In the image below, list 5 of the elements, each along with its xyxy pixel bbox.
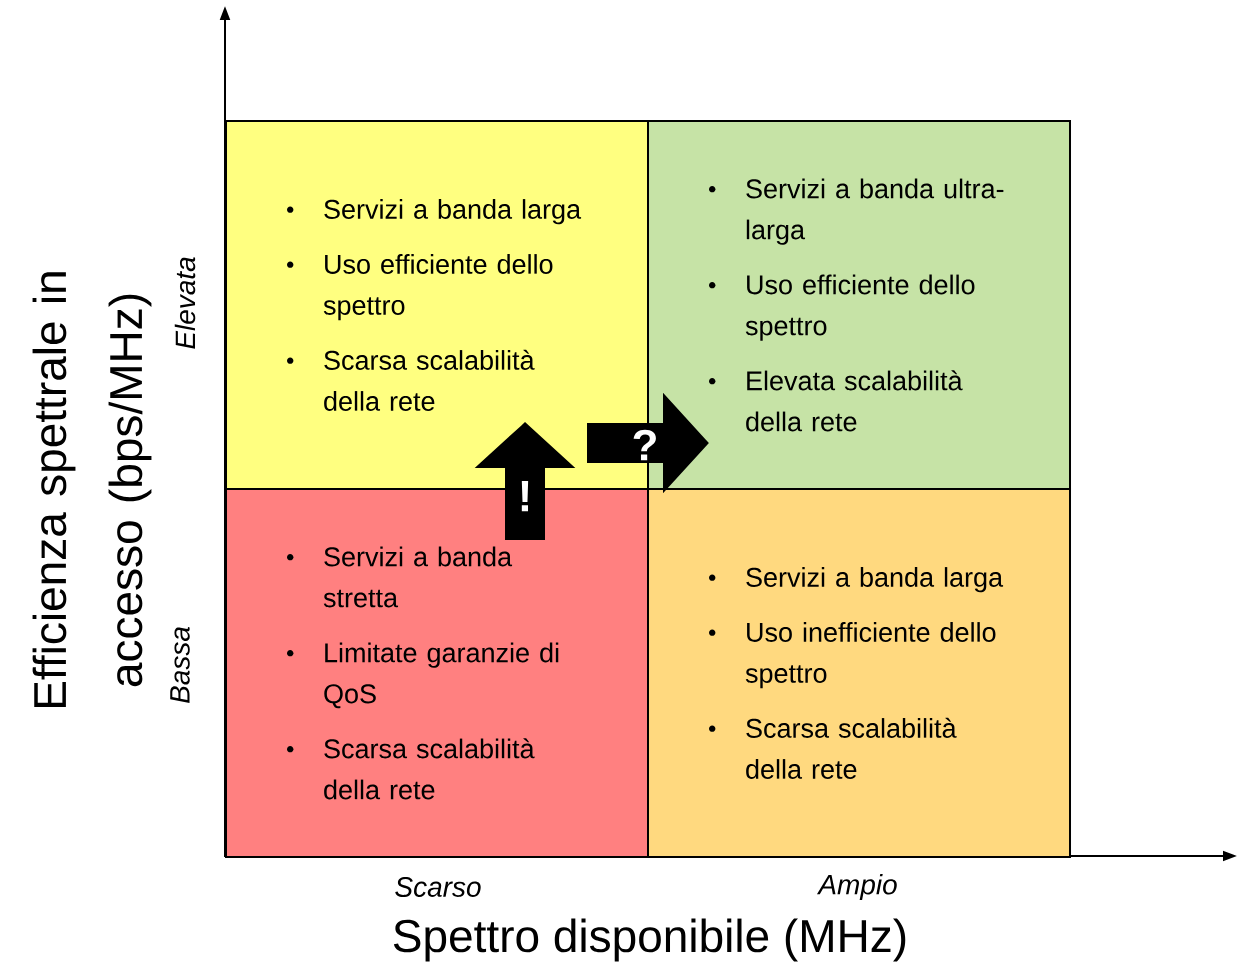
quadrant-box: Servizi a banda larga Uso inefficiente dello spettro Scarsa scalabilità della rete [647,488,1071,858]
axis-level-label: Elevata [174,257,196,349]
axis-level-label: Bassa [170,627,190,704]
axis-title: Spettro disponibile (MHz) [393,918,906,962]
axis-title: Efficienza spettrale in accesso (bps/MHz) [32,272,152,707]
